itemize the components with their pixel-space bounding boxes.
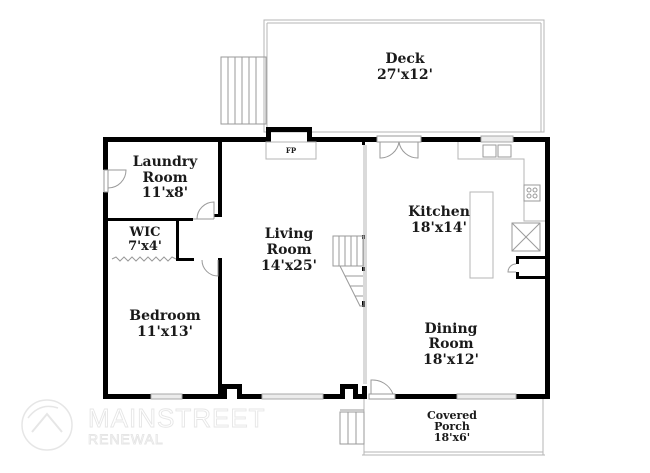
svg-text:Covered: Covered — [427, 409, 477, 422]
sink-icon — [482, 144, 512, 158]
svg-text:14'x25': 14'x25' — [261, 258, 317, 274]
laundry-door[interactable] — [193, 201, 215, 220]
svg-text:11'x13': 11'x13' — [137, 324, 193, 340]
room-label-dining: Dining Room 18'x12' — [423, 321, 479, 368]
svg-text:18'x12': 18'x12' — [423, 352, 479, 368]
room-label-living: Living Room 14'x25' — [261, 226, 317, 274]
watermark: MAINSTREET RENEWAL — [21, 399, 266, 451]
svg-text:11'x8': 11'x8' — [142, 185, 188, 201]
svg-text:18'x14': 18'x14' — [411, 220, 467, 236]
room-label-bedroom: Bedroom 11'x13' — [129, 308, 201, 340]
bedroom-door[interactable] — [201, 259, 219, 277]
fireplace: FP — [265, 141, 317, 160]
room-label-wic: WIC 7'x4' — [128, 225, 162, 254]
kitchen-fixtures — [457, 142, 545, 279]
kitchen-french-door[interactable] — [376, 135, 422, 159]
room-label-kitchen: Kitchen 18'x14' — [408, 204, 470, 236]
deck-stairs — [220, 56, 267, 125]
kitchen-island — [469, 191, 494, 279]
svg-text:Living: Living — [265, 226, 314, 242]
svg-text:27'x12': 27'x12' — [377, 67, 433, 83]
watermark-logo-icon — [21, 399, 73, 451]
svg-text:Room: Room — [266, 242, 311, 258]
watermark-line2: RENEWAL — [88, 431, 164, 447]
pantry-door[interactable] — [507, 263, 517, 273]
refrigerator-icon — [511, 222, 541, 252]
covered-porch — [339, 399, 545, 456]
windows — [150, 135, 517, 400]
svg-text:Room: Room — [428, 336, 473, 352]
fireplace-label: FP — [286, 146, 297, 155]
porch-stairs — [339, 409, 365, 445]
walls — [103, 127, 550, 399]
deck — [220, 19, 545, 133]
svg-text:Porch: Porch — [434, 420, 470, 433]
svg-text:18'x6': 18'x6' — [434, 431, 470, 444]
svg-text:Dining: Dining — [425, 321, 478, 337]
wic-bifold-door[interactable] — [111, 256, 177, 262]
front-door[interactable] — [368, 379, 396, 400]
doors[interactable] — [103, 135, 517, 400]
watermark-line1: MAINSTREET — [88, 403, 266, 433]
svg-text:WIC: WIC — [128, 225, 160, 240]
room-label-deck: Deck 27'x12' — [377, 51, 433, 83]
svg-text:Bedroom: Bedroom — [129, 308, 201, 324]
range-icon — [523, 184, 541, 202]
svg-text:7'x4': 7'x4' — [128, 239, 162, 254]
svg-text:Deck: Deck — [385, 51, 425, 67]
interior-stairs — [332, 235, 364, 307]
svg-text:Laundry: Laundry — [133, 154, 198, 170]
svg-text:Room: Room — [142, 170, 187, 186]
room-label-porch: Covered Porch 18'x6' — [427, 409, 477, 444]
laundry-exterior-door[interactable] — [103, 169, 127, 193]
svg-text:Kitchen: Kitchen — [408, 204, 470, 220]
room-label-laundry: Laundry Room 11'x8' — [133, 154, 198, 201]
